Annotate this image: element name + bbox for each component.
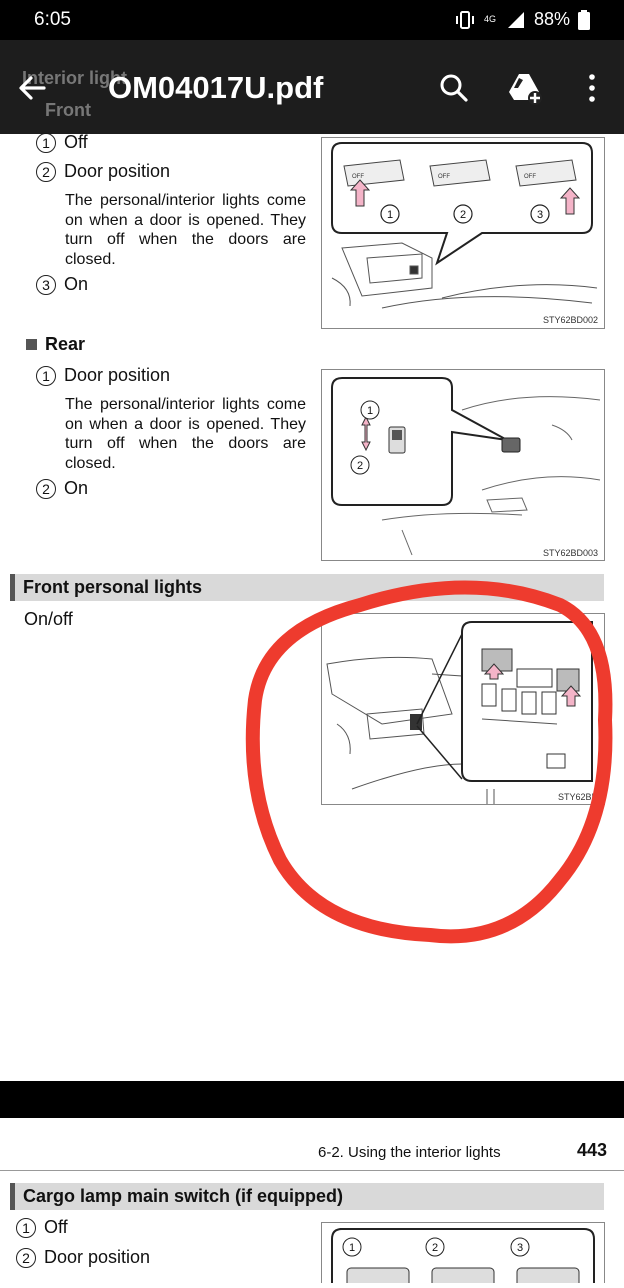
item-number: 2 bbox=[36, 161, 56, 182]
page-separator bbox=[0, 1081, 624, 1118]
item-label: Door position bbox=[64, 365, 171, 385]
peek-heading: Interior light bbox=[22, 68, 127, 88]
arrow-icon bbox=[559, 187, 581, 215]
cargo-illustration: 1 2 3 bbox=[331, 1228, 595, 1288]
rear-heading: Rear bbox=[26, 334, 85, 355]
step-number: 3 bbox=[537, 209, 543, 221]
cargo-item-door-position: 2 Door position bbox=[16, 1247, 150, 1268]
item-number: 2 bbox=[16, 1247, 36, 1268]
front-personal-illustration: STY62BD bbox=[326, 621, 599, 804]
item-number: 2 bbox=[36, 478, 56, 499]
front-item-door-position: 2 Door position bbox=[36, 161, 170, 182]
cargo-item-off: 1 Off bbox=[16, 1217, 68, 1238]
arrow-icon bbox=[560, 685, 582, 707]
search-icon bbox=[440, 74, 468, 102]
page-number: 443 bbox=[577, 1140, 608, 1160]
rear-heading-text: Rear bbox=[45, 334, 86, 354]
on-off-text: On/off bbox=[24, 609, 73, 629]
item-number: 1 bbox=[16, 1217, 36, 1238]
peek-subheading: Front bbox=[45, 100, 91, 120]
back-arrow-icon bbox=[19, 76, 46, 100]
search-button[interactable] bbox=[432, 66, 476, 110]
chapter-header: 6-2. Using the interior lights bbox=[318, 1144, 501, 1161]
status-bar: 6:05 4G 88% bbox=[0, 0, 624, 40]
step-number: 2 bbox=[432, 1242, 438, 1254]
add-to-drive-button[interactable] bbox=[503, 66, 547, 110]
rear-light-illustration: 1 2 STY62BD003 bbox=[331, 377, 601, 558]
front-item-on: 3 On bbox=[36, 274, 88, 295]
overflow-menu-button[interactable] bbox=[572, 66, 612, 110]
item-number: 3 bbox=[36, 274, 56, 295]
figure-code: STY62BD bbox=[558, 792, 599, 802]
arrow-icon bbox=[349, 179, 371, 207]
step-number: 3 bbox=[517, 1242, 523, 1254]
document-title: OM04017U.pdf bbox=[108, 70, 324, 105]
status-time: 6:05 bbox=[34, 9, 71, 30]
item-label: Door position bbox=[64, 161, 171, 181]
figure-code: STY62BD002 bbox=[543, 315, 598, 325]
item-label: Off bbox=[44, 1217, 68, 1237]
item-label: Door position bbox=[44, 1247, 151, 1267]
back-button[interactable] bbox=[10, 66, 54, 110]
off-label: OFF bbox=[352, 174, 364, 180]
front-item-off: 1 Off bbox=[36, 132, 88, 153]
battery-icon bbox=[578, 9, 590, 30]
step-number: 2 bbox=[357, 460, 363, 472]
cargo-figure: 1 2 3 bbox=[321, 1222, 605, 1288]
rear-item-on: 2 On bbox=[36, 478, 88, 499]
overflow-menu-icon bbox=[589, 74, 595, 102]
off-label: OFF bbox=[524, 174, 536, 180]
step-number: 2 bbox=[460, 209, 466, 221]
arrow-icon bbox=[483, 663, 505, 680]
bullet-square-icon bbox=[26, 339, 37, 350]
item-label: Off bbox=[64, 132, 88, 152]
vibrate-icon bbox=[455, 10, 474, 29]
rear-description: The personal/interior lights come on whe… bbox=[65, 396, 306, 472]
drive-add-icon bbox=[509, 74, 542, 105]
front-personal-figure: STY62BD bbox=[321, 613, 605, 805]
signal-icon bbox=[507, 11, 524, 28]
item-label: On bbox=[64, 478, 89, 498]
step-number: 1 bbox=[367, 405, 373, 417]
front-description: The personal/interior lights come on whe… bbox=[65, 192, 306, 268]
figure-code: STY62BD003 bbox=[543, 548, 598, 558]
front-light-illustration: OFF OFF OFF 1 2 3 STY62BD002 bbox=[331, 142, 598, 325]
step-number: 1 bbox=[387, 209, 393, 221]
front-light-figure: OFF OFF OFF 1 2 3 STY62BD002 bbox=[321, 137, 605, 329]
off-label: OFF bbox=[438, 174, 450, 180]
step-number: 1 bbox=[349, 1242, 355, 1254]
rear-light-figure: 1 2 STY62BD003 bbox=[321, 369, 605, 561]
battery-percent: 88% bbox=[533, 9, 570, 29]
header-rule bbox=[0, 1170, 624, 1171]
arrow-icon bbox=[361, 415, 371, 452]
item-label: On bbox=[64, 274, 89, 294]
network-type: 4G bbox=[483, 14, 496, 24]
app-bar: Interior light Front OM04017U.pdf bbox=[0, 40, 624, 134]
cargo-heading: Cargo lamp main switch (if equipped) bbox=[10, 1183, 604, 1210]
rear-item-door-position: 1 Door position bbox=[36, 365, 170, 386]
item-number: 1 bbox=[36, 365, 56, 386]
status-icons: 4G 88% bbox=[454, 9, 590, 30]
